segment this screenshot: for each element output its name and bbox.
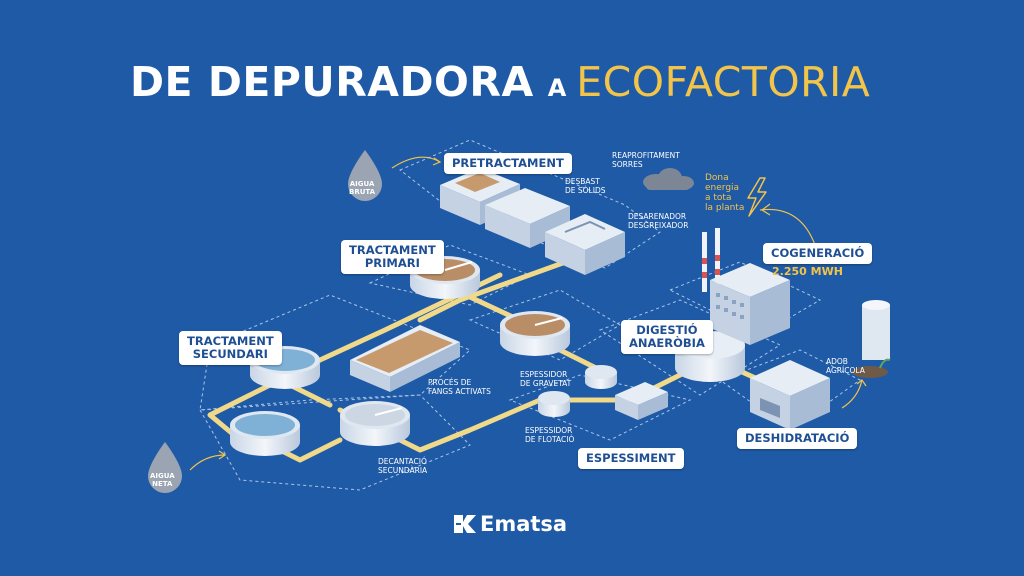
energy-note: Dona energia a tota la planta bbox=[705, 173, 745, 213]
pretractament-buildings bbox=[440, 168, 625, 275]
label-dessarenador: DESARENADOR DESGREIXADOR bbox=[628, 212, 689, 230]
ematsa-logo: Ematsa bbox=[454, 512, 567, 536]
title-connector: A bbox=[547, 74, 567, 102]
flotation-thickener bbox=[538, 382, 668, 420]
secondary-tanks bbox=[230, 346, 410, 456]
cogeneracio-building bbox=[702, 228, 790, 345]
fertilizer-silo bbox=[852, 300, 891, 378]
tag-deshidratacio: DESHIDRATACIÓ bbox=[737, 428, 858, 449]
label-reaprofitament: REAPROFITAMENT SORRES bbox=[612, 151, 680, 169]
label-espessidor-flotacio: ESPESSIDOR DE FLOTACIÓ bbox=[525, 426, 575, 444]
label-decantacio: DECANTACIÓ SECUNDÀRIA bbox=[378, 457, 428, 475]
water-drop-icon bbox=[148, 150, 382, 493]
title-part2: ECOFACTORIA bbox=[576, 58, 871, 106]
label-aigua-bruta: AIGUA BRUTA bbox=[349, 180, 376, 196]
lightning-icon bbox=[747, 177, 767, 217]
tag-espessiment: ESPESSIMENT bbox=[578, 448, 684, 469]
deshidratacio-building bbox=[750, 360, 830, 430]
tag-tractament-secundari: TRACTAMENT SECUNDARI bbox=[179, 331, 282, 365]
label-aigua-neta: AIGUA NETA bbox=[150, 472, 175, 488]
cloud-icon bbox=[643, 168, 694, 190]
tag-digestio: DIGESTIÓ ANAERÒBIA bbox=[621, 320, 713, 354]
flow-arrows bbox=[189, 156, 867, 471]
activated-sludge-basin bbox=[350, 325, 460, 392]
tag-cogeneracio: COGENERACIÓ bbox=[763, 243, 873, 264]
label-desbast: DESBAST DE SÒLIDS bbox=[565, 177, 606, 195]
logo-text: Ematsa bbox=[480, 512, 568, 536]
label-adob: ADOB AGRÍCOLA bbox=[826, 357, 865, 375]
tag-pretractament: PRETRACTAMENT bbox=[444, 153, 572, 174]
page-title: DE DEPURADORA A ECOFACTORIA bbox=[130, 58, 870, 106]
tag-tractament-primari: TRACTAMENT PRIMARI bbox=[341, 240, 444, 274]
label-proces-fangs: PROCÉS DE FANGS ACTIVATS bbox=[428, 378, 491, 396]
gravity-thickener bbox=[500, 311, 617, 389]
label-espessidor-gravetat: ESPESSIDOR DE GRAVETAT bbox=[520, 370, 572, 388]
logo-mark-icon bbox=[454, 515, 476, 533]
title-part1: DE DEPURADORA bbox=[130, 58, 534, 106]
cogeneracio-value: 2.250 MWH bbox=[772, 265, 843, 278]
